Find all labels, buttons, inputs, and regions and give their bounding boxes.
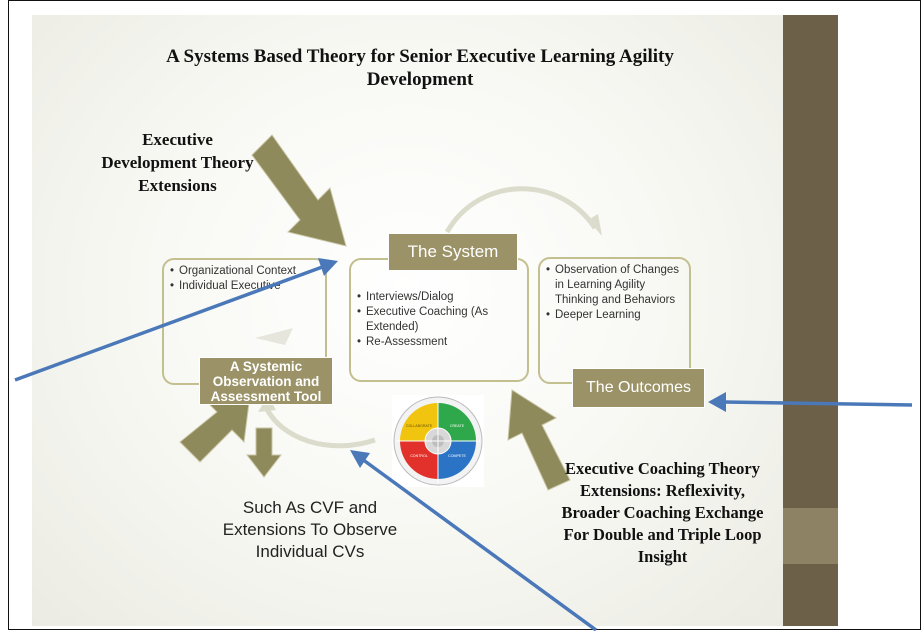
assessment-tool-tag: A Systemic Observation and Assessment To… [199, 357, 333, 405]
tool-note: Such As CVF and Extensions To Observe In… [222, 498, 398, 561]
cvf-wheel-image: COLLABORATE CREATE CONTROL COMPETE [392, 395, 484, 487]
system-tag: The System [388, 233, 518, 271]
exec-dev-label: Executive Development Theory Extensions [101, 130, 254, 195]
list-item: Observation of Changes in Learning Agili… [546, 263, 683, 308]
list-item: Interviews/Dialog [357, 290, 521, 305]
list-item: Re-Assessment [357, 335, 521, 350]
exec-coach-label: Executive Coaching Theory Extensions: Re… [561, 459, 764, 566]
page-title: A Systems Based Theory for Senior Execut… [166, 46, 674, 90]
sidebar-bar-accent [783, 508, 838, 564]
wheel-label-create: CREATE [450, 424, 465, 428]
arrow-tool-in [179, 394, 251, 463]
system-box: Interviews/Dialog Executive Coaching (As… [349, 258, 529, 382]
arrow-down [245, 427, 283, 478]
arrow-exec-dev [251, 134, 347, 247]
wheel-label-compete: COMPETE [448, 454, 466, 458]
list-item: Deeper Learning [546, 308, 683, 323]
cycle-arc-top [444, 186, 598, 234]
wheel-label-collaborate: COLLABORATE [406, 424, 433, 428]
list-item: Organizational Context [170, 264, 319, 279]
cycle-arc-bottom [262, 403, 376, 449]
outcomes-box: Observation of Changes in Learning Agili… [538, 257, 691, 384]
list-item: Executive Coaching (As Extended) [357, 305, 521, 335]
wheel-label-control: CONTROL [410, 454, 428, 458]
outcomes-tag: The Outcomes [572, 368, 705, 408]
cycle-arc-top-head [588, 214, 602, 236]
list-item: Individual Executive [170, 279, 319, 294]
